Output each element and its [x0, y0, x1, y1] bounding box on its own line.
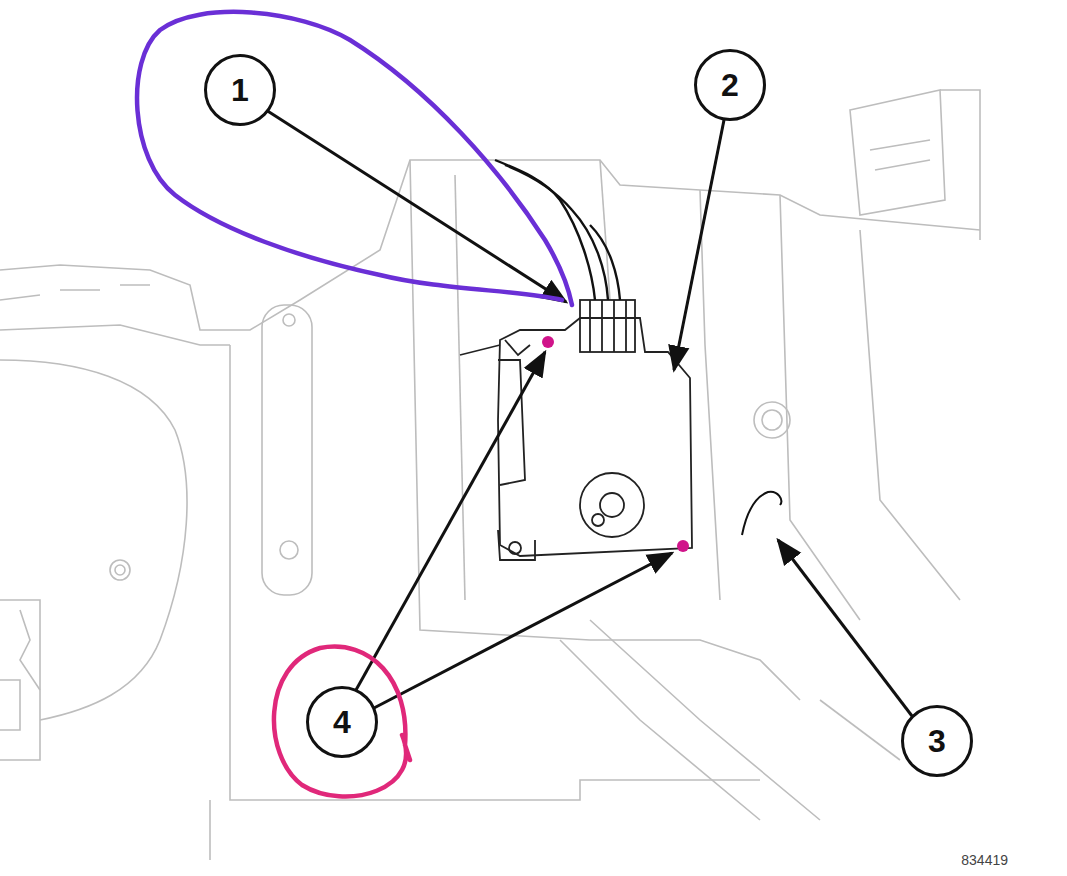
highlight-loop	[137, 12, 572, 305]
callout-circle: 1	[204, 54, 276, 126]
callout-number: 4	[333, 706, 351, 738]
figure-number: 834419	[959, 852, 1010, 868]
hvac-housing	[0, 90, 980, 860]
leader-line	[674, 120, 724, 370]
highlight-loop	[274, 647, 410, 797]
callout-circle: 3	[901, 705, 973, 777]
leader-line	[778, 540, 912, 716]
leader-line	[374, 553, 672, 708]
attachment-points	[542, 336, 689, 552]
callout-number: 1	[231, 74, 249, 106]
callout-number: 2	[721, 69, 739, 101]
leader-lines	[266, 110, 912, 716]
callout-circle: 2	[694, 49, 766, 121]
leader-line	[356, 352, 545, 690]
callout-circle: 4	[306, 686, 378, 758]
wire-harness	[495, 160, 620, 300]
pivot-symbol	[742, 492, 781, 535]
callout-number: 3	[928, 725, 946, 757]
blend-door-actuator	[460, 300, 692, 560]
